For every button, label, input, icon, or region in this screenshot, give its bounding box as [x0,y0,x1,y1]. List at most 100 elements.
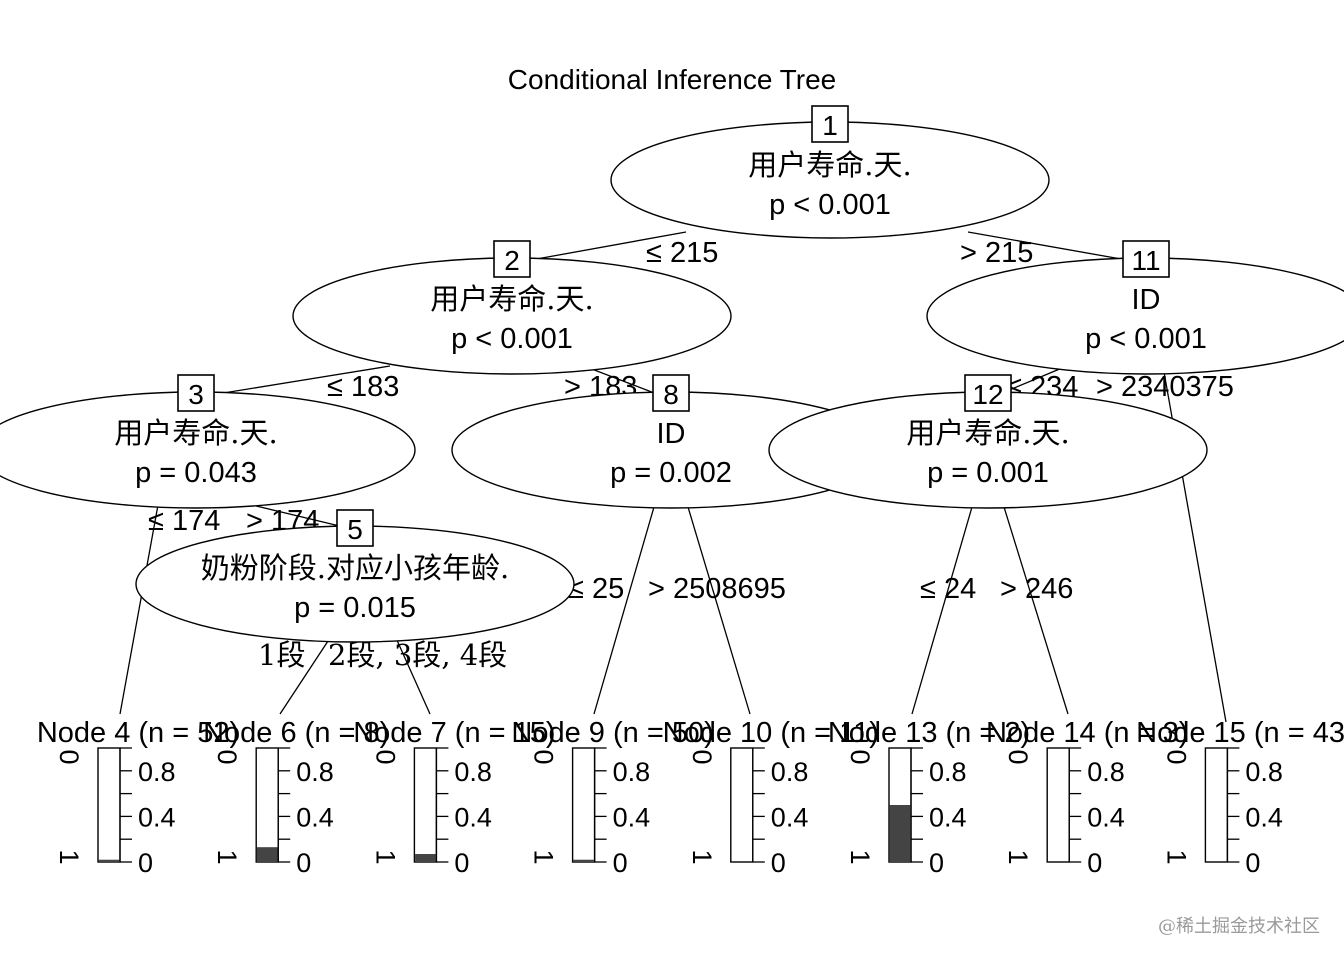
edge-12-14 [1003,506,1069,715]
class-label-bottom: 1 [1003,849,1033,864]
node-3-id-box [177,374,215,412]
bar-tick-label: 0.4 [771,802,809,832]
edge-label-12-14: > 246 [1000,573,1073,605]
node-11-pvalue: p < 0.001 [1085,323,1207,355]
node-2-id: 2 [504,245,520,276]
bar-tick-label: 0.4 [138,802,176,832]
edge-5-7 [395,637,431,715]
node-11-id-box [1122,240,1170,278]
bar-tick-label: 0 [1087,848,1102,878]
edge-label-8-9: ≤ 25 [568,573,624,605]
inner-node-3: 用户寿命.天. p = 0.043 3 [0,374,416,509]
bar-tick-label: 0 [296,848,311,878]
terminal-label: Node 10 (n = 11) [663,717,879,749]
class-label-top: 0 [1161,749,1191,764]
node-5-variable: 奶粉阶段.对应小孩年龄. [201,551,509,585]
bar-tick-label: 0 [138,848,153,878]
watermark: @稀土掘金技术社区 [1158,916,1320,937]
bar-frame [730,747,754,863]
bar-tick-label: 0.4 [613,802,651,832]
edge-3-4 [119,504,159,715]
node-5-id-box [336,509,374,547]
terminal-node-7: Node 14 (n = 3)010.80.40 [986,717,1188,878]
edge-8-10 [687,506,751,715]
bar-frame [97,747,121,863]
node-1-pvalue: p < 0.001 [769,189,891,221]
node-1-id: 1 [822,110,838,141]
terminal-node-4: Node 9 (n = 50)010.80.40 [511,717,713,878]
inner-node-8: ID p = 0.002 8 [451,374,891,509]
terminal-label: Node 7 (n = 15) [353,717,555,749]
bar-tick-label: 0 [613,848,628,878]
bar-tick-label: 0.4 [929,802,967,832]
class-label-top: 0 [687,749,717,764]
class-label-bottom: 1 [370,849,400,864]
class-label-top: 0 [212,749,242,764]
edge-label-3-4: ≤ 174 [148,505,220,537]
edge-label-5-6: 1段 [258,638,305,672]
node-12-variable: 用户寿命.天. [906,416,1069,450]
bar-tick-label: 0.8 [1245,757,1283,787]
bar-fill-class-1 [256,847,278,862]
bar-fill-class-1 [98,859,120,862]
node-8-pvalue: p = 0.002 [610,457,732,489]
class-label-bottom: 1 [54,849,84,864]
edge-1-2 [519,231,687,263]
terminal-node-5: Node 10 (n = 11)010.80.40 [663,717,879,878]
node-2-variable: 用户寿命.天. [430,282,593,316]
edge-2-8 [583,365,663,397]
node-12-id-box [964,374,1012,412]
terminal-label: Node 6 (n = 8) [203,717,389,749]
node-12-pvalue: p = 0.001 [927,457,1049,489]
node-3-id: 3 [188,379,204,410]
bar-tick-label: 0 [454,848,469,878]
class-label-top: 0 [54,749,84,764]
edge-12-13 [911,506,973,715]
edge-label-11-15: > 2340375 [1096,371,1234,403]
bar-fill-class-1 [415,854,436,862]
node-8-id-box [652,374,690,412]
bar-tick-label: 0.8 [613,757,651,787]
edge-label-5-7: 2段, 3段, 4段 [328,638,507,672]
bar-frame [1204,747,1229,863]
class-label-bottom: 1 [529,849,559,864]
edge-label-1-2: ≤ 215 [646,237,718,269]
node-2-pvalue: p < 0.001 [451,323,573,355]
bar-tick-label: 0.4 [296,802,334,832]
class-label-bottom: 1 [687,849,717,864]
edge-5-6 [279,637,331,715]
edge-label-8-10: > 2508695 [648,573,786,605]
edge-2-3 [204,365,391,397]
bar-tick-label: 0.4 [1245,802,1283,832]
bar-tick-label: 0.8 [929,757,967,787]
terminal-node-3: Node 7 (n = 15)010.80.40 [353,717,555,878]
bar-tick-label: 0.8 [454,757,492,787]
node-5-pvalue: p = 0.015 [294,592,416,624]
class-label-top: 0 [529,749,559,764]
edge-8-9 [593,506,655,715]
node-11-id: 11 [1131,245,1160,276]
bar-tick-label: 0 [1245,848,1260,878]
node-1-variable: 用户寿命.天. [748,148,911,182]
class-label-top: 0 [370,749,400,764]
edge-label-2-3: ≤ 183 [327,371,399,403]
inner-node-2: 用户寿命.天. p < 0.001 2 [292,240,732,375]
terminal-label: Node 14 (n = 3) [986,717,1188,749]
class-label-top: 0 [845,749,875,764]
bar-tick-label: 0.8 [296,757,334,787]
bar-frame [1046,747,1070,863]
bar-fill-class-1 [573,859,594,862]
diagram-title: Conditional Inference Tree [508,64,836,95]
node-5-id: 5 [347,514,363,545]
terminal-node-8: Node 15 (n = 43)010.80.40 [1136,717,1344,878]
class-label-bottom: 1 [212,849,242,864]
edge-3-5 [251,504,349,529]
node-3-variable: 用户寿命.天. [114,416,277,450]
node-8-id: 8 [663,379,679,410]
bar-frame [571,747,596,863]
bar-tick-label: 0.8 [771,757,809,787]
bar-tick-label: 0 [771,848,786,878]
inner-node-12: 用户寿命.天. p = 0.001 12 [768,374,1208,509]
terminal-node-1: Node 4 (n = 52)010.80.40 [37,717,239,878]
